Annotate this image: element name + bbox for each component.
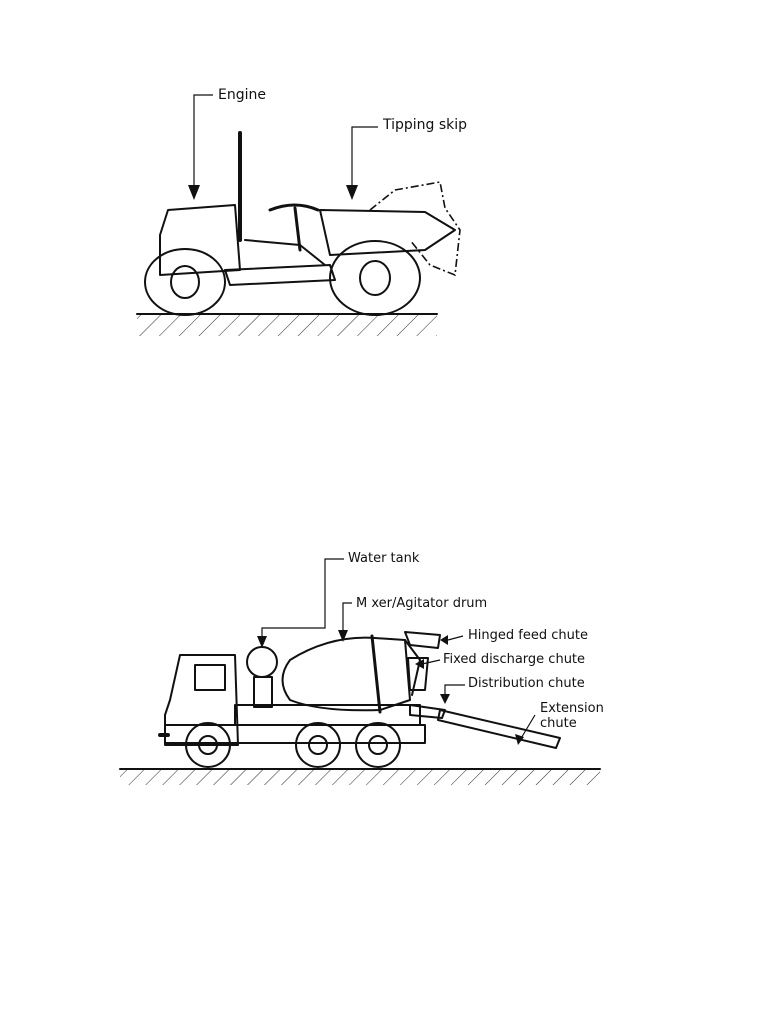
- water-tank-leader: [257, 558, 344, 648]
- truck-mixer-diagram: Water tank M xer/Agitator drum Hinged fe…: [0, 540, 768, 800]
- mixer-drum-leader: [338, 602, 352, 642]
- water-tank: [246, 646, 278, 708]
- engine-label: Engine: [218, 87, 266, 103]
- extension-chute-label-1: Extension: [540, 701, 604, 716]
- hinged-feed-chute: [404, 631, 441, 649]
- truck-wheel-rear-2: [355, 722, 401, 768]
- dumper-chassis: [224, 239, 336, 286]
- tipping-skip: [319, 209, 456, 256]
- tipping-skip-leader: [346, 126, 378, 200]
- truck-mixer-drawing: [119, 558, 601, 785]
- distribution-chute-leader: [440, 684, 465, 704]
- steering-wheel: [268, 203, 320, 252]
- mixer-drum: [281, 634, 421, 714]
- front-wheel: [144, 248, 226, 316]
- tipped-skip-outline: [369, 181, 461, 277]
- truck-wheel-front: [185, 722, 231, 768]
- tipping-skip-label: Tipping skip: [383, 117, 468, 133]
- ground-2: [119, 768, 601, 785]
- extension-chute-label-2: chute: [540, 716, 577, 731]
- engine-housing: [159, 204, 241, 276]
- extension-chute: [437, 709, 561, 749]
- hinged-feed-chute-label: Hinged feed chute: [468, 628, 588, 643]
- ground-1: [136, 313, 438, 336]
- distribution-chute-label: Distribution chute: [468, 676, 585, 691]
- distribution-chute: [409, 704, 446, 719]
- dumper-drawing: [136, 94, 461, 336]
- fixed-discharge-chute-label: Fixed discharge chute: [443, 652, 586, 667]
- engine-leader: [188, 94, 213, 200]
- dumper-diagram: Engine Tipping skip: [0, 0, 768, 360]
- water-tank-label: Water tank: [348, 551, 420, 566]
- mixer-drum-label: M xer/Agitator drum: [356, 596, 488, 611]
- truck-wheel-rear-1: [295, 722, 341, 768]
- fixed-discharge-chute: [407, 657, 429, 691]
- hinged-feed-chute-leader: [440, 635, 464, 645]
